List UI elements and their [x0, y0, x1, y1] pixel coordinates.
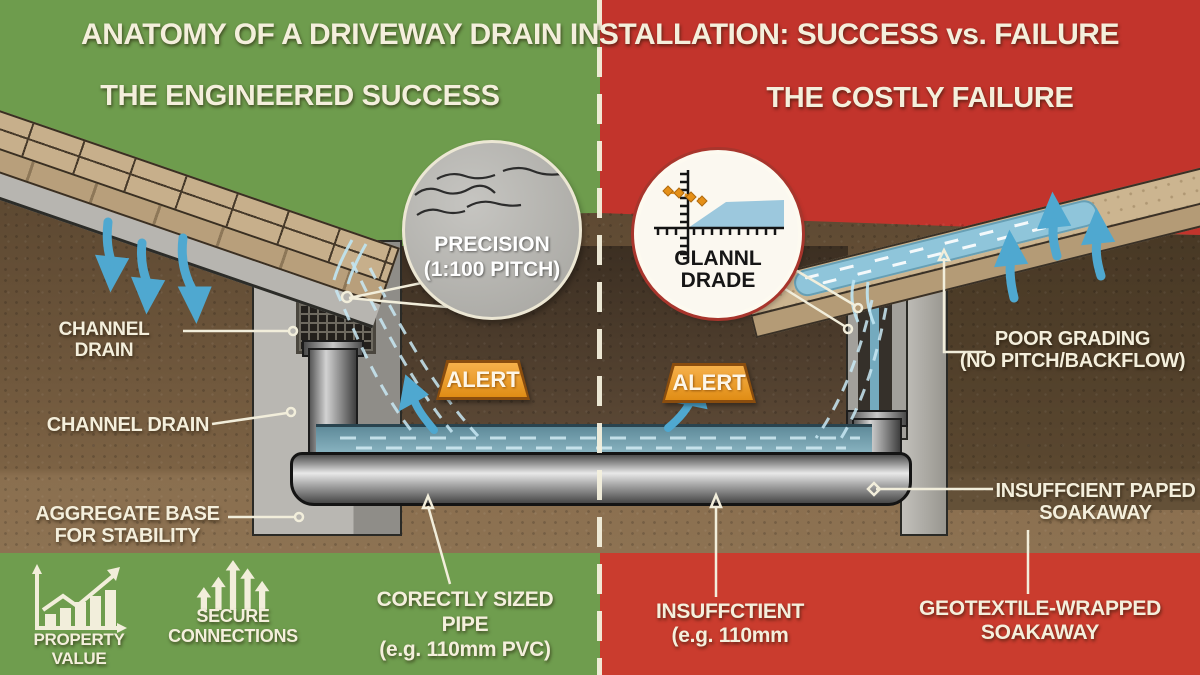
- label-geotextile-soakaway: GEOTEXTILE-WRAPPED SOAKAWAY: [919, 597, 1161, 644]
- panel-divider-dashed-line: [597, 0, 602, 675]
- label-insufficient-soakaway: INSUFFCIENT PAPED SOAKAWAY: [995, 480, 1196, 525]
- grade-callout-label: GLANNL DRADE: [674, 247, 762, 293]
- label-correct-pipe: CORECTLY SIZED PIPE (e.g. 110mm PVC): [376, 588, 554, 661]
- precision-callout-label: PRECISION (1:100 PITCH): [423, 233, 561, 281]
- badge-secure-connections: SECURE CONNECTIONS: [168, 606, 298, 647]
- label-channel-drain-top: CHANNEL DRAIN: [58, 319, 150, 362]
- property-value-chart-icon: [32, 564, 127, 633]
- label-aggregate-base: AGGREGATE BASE FOR STABILITY: [35, 503, 220, 548]
- water-squiggle-icon: [414, 166, 568, 216]
- alert-badge-left: ALERT: [436, 360, 530, 400]
- badge-property-value: PROPERTY VALUE: [33, 630, 125, 669]
- page-title: ANATOMY OF A DRIVEWAY DRAIN INSTALLATION…: [81, 18, 1119, 51]
- grade-chart-icon: [654, 170, 784, 258]
- success-heading: THE ENGINEERED SUCCESS: [100, 80, 500, 112]
- secure-connections-arrows-icon: [196, 560, 270, 610]
- label-channel-drain-bottom: CHANNEL DRAIN: [46, 414, 210, 436]
- alert-label-left: ALERT: [446, 367, 520, 392]
- drain-water-stream: [870, 298, 879, 426]
- label-insufficient-pipe: INSUFFCTIENT (e.g. 110mm: [655, 600, 805, 647]
- alert-label-right: ALERT: [672, 370, 746, 395]
- alert-badge-right: ALERT: [662, 363, 756, 403]
- failure-heading: THE COSTLY FAILURE: [766, 82, 1074, 114]
- label-poor-grading: POOR GRADING (NO PITCH/BACKFLOW): [959, 328, 1186, 373]
- grade-chart-callout-circle: GLANNL DRADE: [634, 150, 802, 318]
- failure-footer-band: [600, 553, 1200, 675]
- precision-callout-circle: PRECISION (1:100 PITCH): [402, 140, 582, 320]
